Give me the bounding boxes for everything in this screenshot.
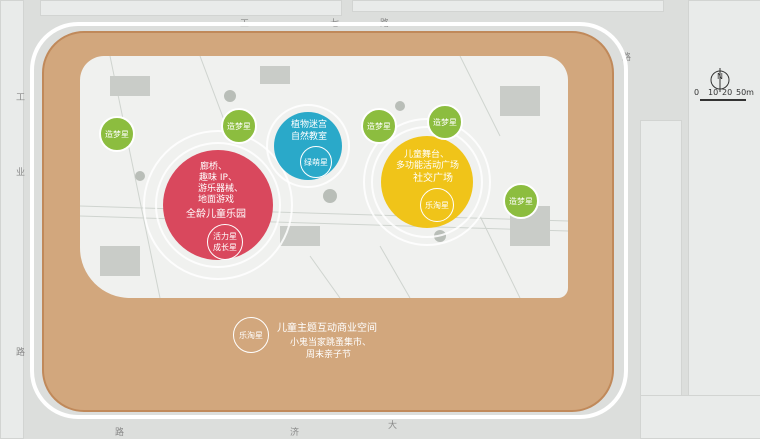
lower-zone-line-1: 小鬼当家跳蚤集市、	[290, 338, 372, 348]
red-zone-line-1: 廊桥、	[200, 162, 228, 172]
green-zone-1: 造梦星	[99, 116, 135, 152]
red-zone-title: 全龄儿童乐园	[186, 209, 246, 220]
green-zone-4: 造梦星	[427, 104, 463, 140]
green-zone-3: 造梦星	[361, 108, 397, 144]
scale-label-0: 0	[694, 88, 700, 97]
blue-zone-line-1: 植物迷宫	[291, 120, 328, 130]
red-zone-line-2: 趣味 IP、	[199, 173, 237, 183]
scale-label-10: 10	[708, 88, 719, 97]
red-zone-inner-ring	[155, 142, 281, 268]
road-label-left-1: 工	[16, 93, 26, 103]
road-label-left-3: 路	[16, 348, 26, 358]
city-block-bottom-right	[640, 395, 760, 439]
scale-label-50m: 50m	[736, 88, 754, 97]
red-zone-sub-line-1: 活力星	[213, 232, 237, 241]
yellow-zone-title: 社交广场	[413, 173, 453, 184]
red-zone-outer-ring	[143, 130, 293, 280]
red-zone-line-3: 游乐器械、	[198, 184, 244, 194]
red-zone-sub-circle: 活力星 成长星	[207, 224, 243, 260]
site-boundary-outline	[30, 22, 628, 419]
green-zone-2: 造梦星	[221, 108, 257, 144]
green-zone-5-label: 造梦星	[509, 196, 533, 206]
green-zone-1-label: 造梦星	[105, 129, 129, 139]
green-zone-3-label: 造梦星	[367, 121, 391, 131]
yellow-zone-sub-circle: 乐淘星	[420, 188, 454, 222]
blue-zone-sub-label: 绿萌星	[304, 157, 328, 167]
city-block-top-right	[352, 0, 664, 12]
red-zone-sub-line-2: 成长星	[213, 243, 237, 252]
yellow-zone-line-1: 儿童舞台、	[404, 150, 450, 160]
compass-north-label: N	[717, 72, 723, 81]
city-block-right	[688, 0, 760, 439]
lower-zone-sub-label: 乐淘星	[239, 330, 263, 340]
lower-zone-title: 儿童主题互动商业空间	[277, 323, 377, 334]
blue-zone-sub-circle: 绿萌星	[300, 146, 332, 178]
green-zone-2-label: 造梦星	[227, 121, 251, 131]
lower-zone-line-2: 周末亲子节	[306, 350, 352, 360]
green-zone-5: 造梦星	[503, 183, 539, 219]
road-label-bottom-2: 济	[290, 428, 300, 438]
yellow-zone-sub-label: 乐淘星	[425, 200, 449, 210]
city-block-top	[40, 0, 342, 16]
lower-zone-sub-circle: 乐淘星	[233, 317, 269, 353]
road-label-bottom-3: 大	[388, 421, 398, 431]
yellow-zone-line-2: 多功能活动广场	[396, 161, 460, 171]
green-zone-4-label: 造梦星	[433, 117, 457, 127]
road-label-left-2: 业	[16, 168, 26, 178]
red-zone-line-4: 地面游戏	[198, 195, 235, 205]
blue-zone-ring	[266, 104, 350, 188]
city-block-left	[0, 0, 24, 439]
scale-label-20: 20	[722, 88, 733, 97]
blue-zone-line-2: 自然教室	[291, 132, 328, 142]
city-block-right-mid	[640, 120, 682, 422]
compass: N 0 10 20 50m	[694, 60, 754, 110]
road-label-bottom-1: 路	[115, 428, 125, 438]
north-arrow-icon	[700, 68, 746, 101]
